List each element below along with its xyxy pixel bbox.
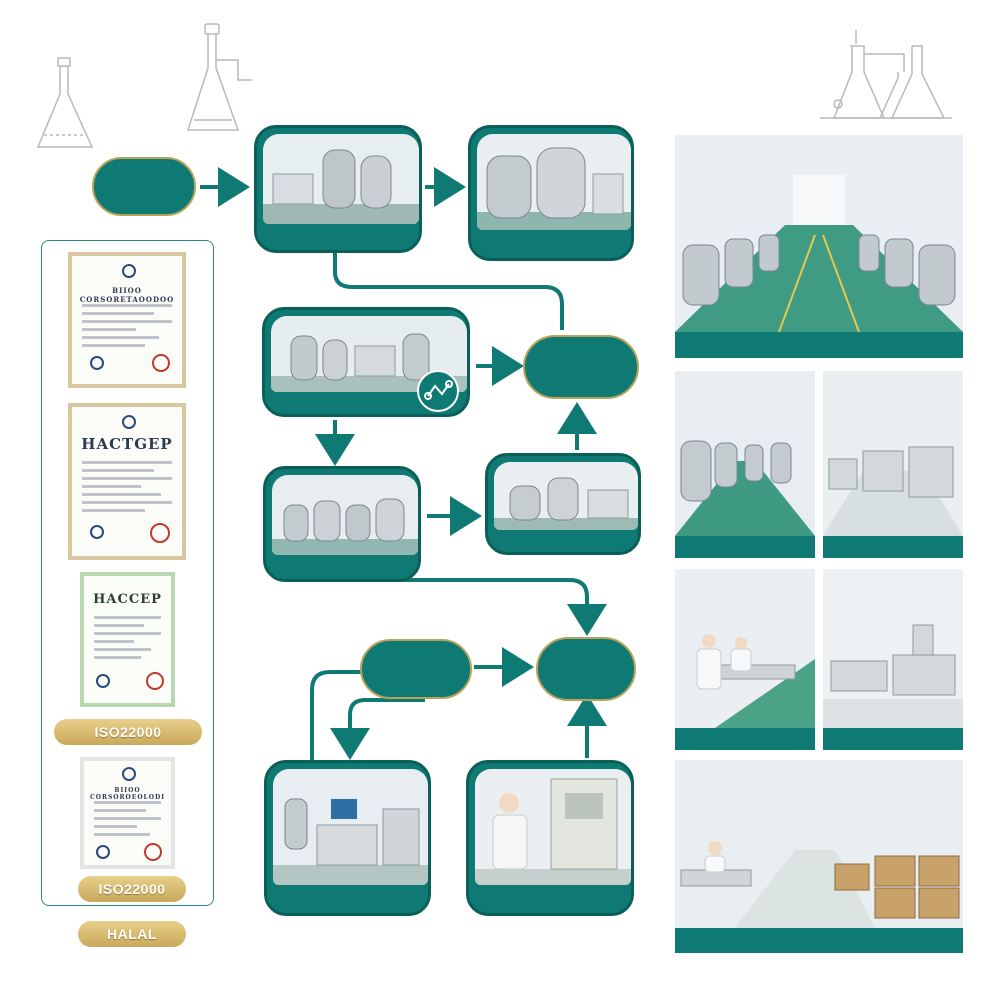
tank-room-photo <box>263 134 419 224</box>
seal-icon <box>122 264 136 278</box>
stage-7-card <box>466 760 634 916</box>
stage-5-card <box>485 453 641 555</box>
warehouse-photo <box>675 760 963 928</box>
stage-1-card <box>254 125 422 253</box>
certificate-3: HACCEP <box>80 572 175 707</box>
stage-6-card <box>264 760 431 916</box>
stage-4-card <box>263 466 421 582</box>
warehouse-panel <box>675 760 963 953</box>
seal-icon <box>96 845 110 859</box>
halal-badge: HALAL <box>78 921 186 947</box>
tank-room-photo <box>494 462 638 530</box>
tank-room-photo <box>272 475 418 555</box>
seal-icon <box>90 525 104 539</box>
process-node-c <box>536 637 636 701</box>
stamp-icon <box>150 523 170 543</box>
stamp-icon <box>146 672 164 690</box>
certificate-title: HACCEP <box>93 592 162 607</box>
stamp-icon <box>152 354 170 372</box>
seal-icon <box>122 767 136 781</box>
tank-hall-photo <box>675 371 815 536</box>
iso22000-badge: ISO22000 <box>78 876 186 902</box>
certificate-title: BIIOO CORSOROEOLODI <box>89 787 165 801</box>
seal-icon <box>90 356 104 370</box>
factory-hall-photo <box>675 135 963 332</box>
distillation-icon <box>186 23 252 131</box>
tank-hall-panel <box>675 371 815 558</box>
tank-room-photo <box>477 134 631 230</box>
connector-stage1-to-node-a <box>333 250 564 330</box>
stage-3-card <box>262 307 470 417</box>
process-node-b <box>360 639 472 699</box>
machine-hall-panel <box>823 371 963 558</box>
certificates-panel <box>41 240 214 906</box>
flask-icon <box>36 57 94 148</box>
distillation-icon <box>820 30 952 119</box>
workstation-panel <box>675 569 815 750</box>
arrow-node-b-to-stage6 <box>330 698 425 760</box>
workstation-photo <box>675 569 815 728</box>
certificate-1: BIIOO CORSORETAOODOO <box>68 252 186 388</box>
certificate-4: BIIOO CORSOROEOLODI <box>80 757 175 869</box>
stage-2-card <box>468 125 634 261</box>
stamp-icon <box>144 843 162 861</box>
machine-hall-photo <box>823 371 963 536</box>
certificate-2: HACTGEP <box>68 403 186 560</box>
lab-room-panel <box>823 569 963 750</box>
start-node <box>92 157 196 216</box>
iso22000-badge: ISO22000 <box>54 719 202 745</box>
arrow-stage4-to-node-c <box>395 578 607 636</box>
seal-icon <box>122 415 136 429</box>
factory-hall-panel <box>675 135 963 358</box>
certificate-title: HACTGEP <box>81 435 173 453</box>
connector-stage6-to-node-b <box>310 670 362 760</box>
process-node-a <box>523 335 639 399</box>
technician-lab-photo <box>475 769 631 885</box>
molecule-icon <box>417 370 459 412</box>
lab-room-photo <box>823 569 963 728</box>
seal-icon <box>96 674 110 688</box>
certificate-title: BIIOO CORSORETAOODOO <box>79 286 175 304</box>
lab-equipment-photo <box>273 769 428 885</box>
